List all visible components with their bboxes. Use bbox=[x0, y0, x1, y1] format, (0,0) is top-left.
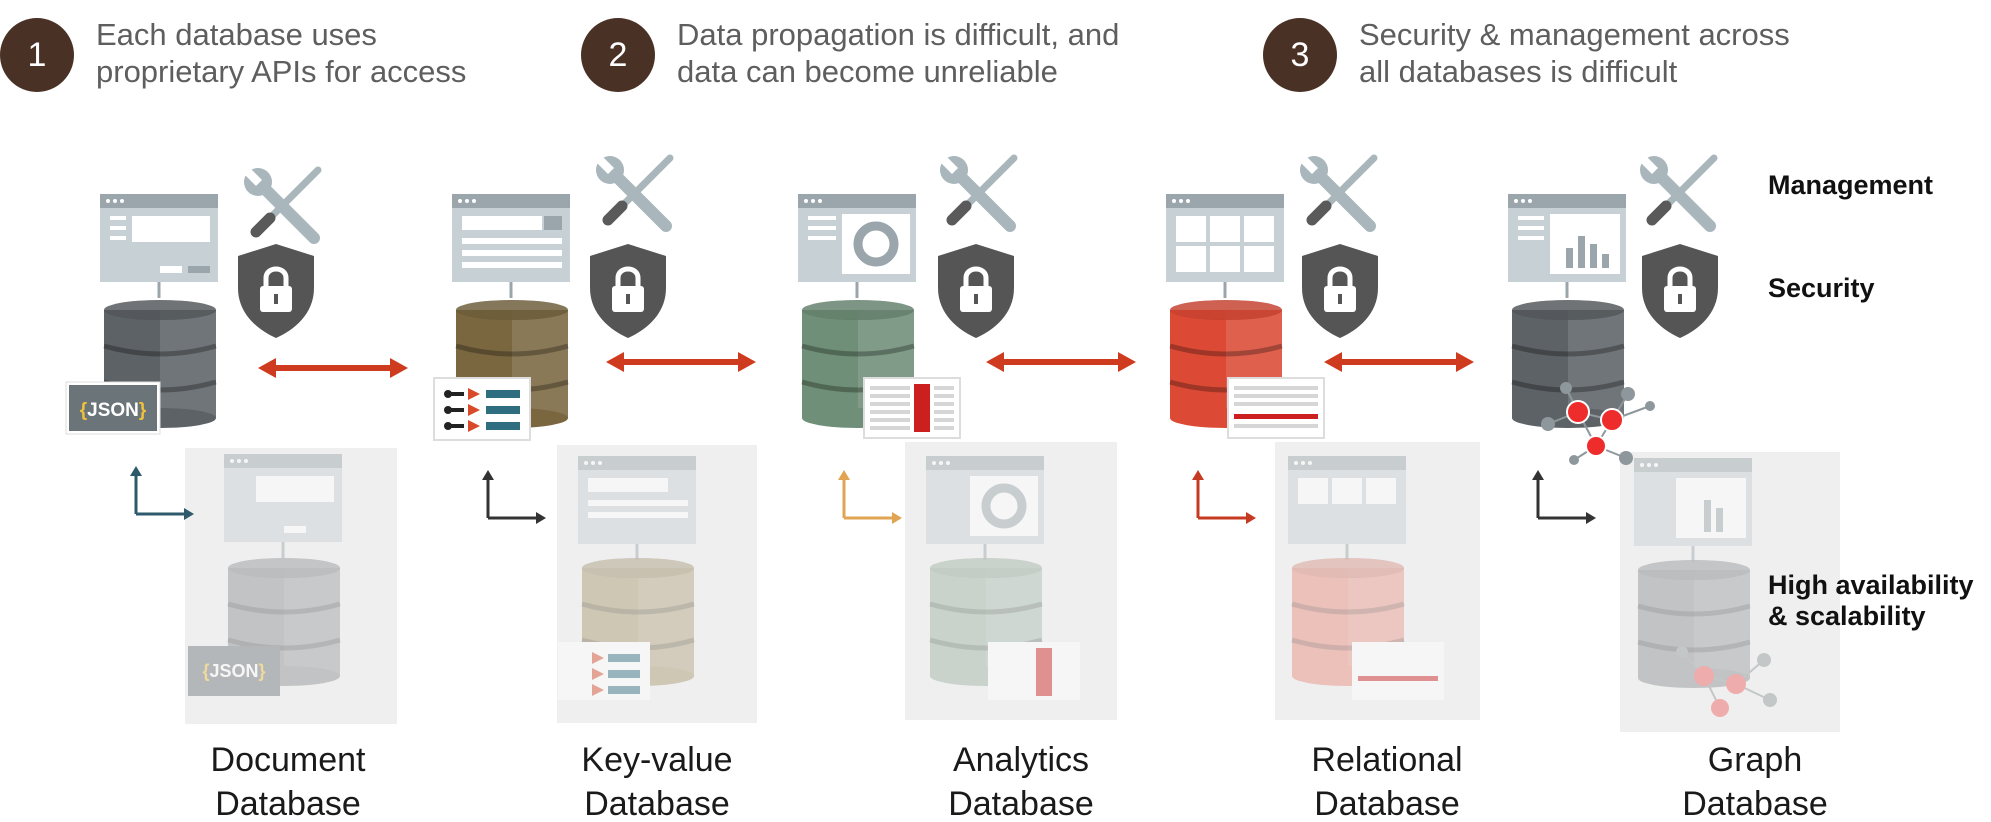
management-label: Management bbox=[1768, 170, 1934, 200]
analytics-shield-lock-icon bbox=[938, 244, 1014, 338]
analytics-database-label: Analytics Database bbox=[891, 738, 1151, 822]
key-value-replica-window-icon bbox=[576, 454, 698, 562]
high-availability-line-2: & scalability bbox=[1768, 601, 1926, 631]
document-app-window-icon bbox=[98, 192, 220, 300]
svg-text:{JSON}: {JSON} bbox=[202, 661, 265, 681]
document-replica-illustration: {JSON} bbox=[188, 452, 344, 696]
relational-replica-window-icon bbox=[1286, 454, 1408, 562]
graph-database-label: Graph Database bbox=[1625, 738, 1885, 822]
step-1: 1 Each database uses proprietary APIs fo… bbox=[0, 16, 466, 92]
graph-database-label-line-2: Database bbox=[1682, 785, 1828, 822]
relational-replica-illustration bbox=[1286, 454, 1444, 700]
relational-database-label: Relational Database bbox=[1257, 738, 1517, 822]
analytics-database-group bbox=[796, 156, 1080, 700]
graph-database-group bbox=[1506, 156, 1777, 717]
step-1-text: Each database uses proprietary APIs for … bbox=[96, 16, 466, 90]
step-2-text: Data propagation is difficult, and data … bbox=[677, 16, 1119, 90]
step-3-line-1: Security & management across bbox=[1359, 17, 1790, 52]
key-value-card-icon bbox=[433, 377, 531, 441]
graph-replica-window-icon bbox=[1632, 456, 1754, 564]
json-badge-icon: {JSON} bbox=[65, 381, 161, 435]
graph-network-icon bbox=[1541, 382, 1655, 465]
document-database-label: Document Database bbox=[158, 738, 418, 822]
step-1-line-2: proprietary APIs for access bbox=[96, 54, 467, 89]
step-2-line-1: Data propagation is difficult, and bbox=[677, 17, 1120, 52]
sync-arrow-3 bbox=[986, 352, 1136, 372]
relational-database-label-line-1: Relational bbox=[1311, 741, 1463, 779]
key-value-database-label-line-1: Key-value bbox=[581, 741, 733, 779]
key-value-wrench-icon bbox=[596, 156, 670, 226]
key-value-replica-card-icon bbox=[558, 642, 650, 700]
document-wrench-icon bbox=[244, 168, 318, 238]
relational-app-window-icon bbox=[1164, 192, 1286, 300]
key-value-database-group bbox=[433, 156, 698, 700]
sync-arrow-1 bbox=[258, 358, 408, 378]
document-database-label-line-2: Database bbox=[215, 785, 361, 822]
document-replica-window-icon bbox=[222, 452, 344, 560]
analytics-app-window-icon bbox=[796, 192, 918, 300]
key-value-shield-lock-icon bbox=[590, 244, 666, 338]
graph-app-window-icon bbox=[1506, 192, 1628, 300]
graph-replica-network-icon bbox=[1676, 646, 1777, 717]
relational-database-group bbox=[1164, 156, 1444, 700]
graph-wrench-icon bbox=[1640, 156, 1714, 226]
analytics-database-label-line-2: Database bbox=[948, 785, 1094, 822]
document-database-label-line-1: Document bbox=[210, 741, 366, 779]
relational-wrench-icon bbox=[1300, 156, 1374, 226]
step-1-number-badge: 1 bbox=[0, 18, 74, 92]
analytics-replica-table-card-icon bbox=[988, 642, 1080, 700]
analytics-replica-window-icon bbox=[924, 454, 1046, 562]
relational-shield-lock-icon bbox=[1302, 244, 1378, 338]
step-3-line-2: all databases is difficult bbox=[1359, 54, 1678, 89]
graph-shield-lock-icon bbox=[1642, 244, 1718, 338]
sync-arrow-4 bbox=[1324, 352, 1474, 372]
step-2-line-2: data can become unreliable bbox=[677, 54, 1058, 89]
security-label: Security bbox=[1768, 273, 1875, 303]
document-replica-json-badge-icon: {JSON} bbox=[188, 646, 280, 696]
step-2: 2 Data propagation is difficult, and dat… bbox=[581, 16, 1119, 92]
key-value-database-label-line-2: Database bbox=[584, 785, 730, 822]
analytics-axes-icon bbox=[838, 470, 902, 524]
analytics-wrench-icon bbox=[940, 156, 1014, 226]
relational-database-label-line-2: Database bbox=[1314, 785, 1460, 822]
document-database-group: {JSON} {JSON} bbox=[65, 168, 344, 696]
analytics-replica-illustration bbox=[924, 454, 1080, 700]
high-availability-line-1: High availability bbox=[1768, 570, 1974, 600]
relational-replica-table-card-icon bbox=[1352, 642, 1444, 700]
document-axes-icon bbox=[130, 466, 194, 520]
graph-database-label-line-1: Graph bbox=[1707, 741, 1803, 779]
key-value-axes-icon bbox=[482, 470, 546, 524]
analytics-database-label-line-1: Analytics bbox=[952, 741, 1090, 779]
graph-replica-cylinder bbox=[1638, 560, 1750, 688]
high-availability-label: High availability & scalability bbox=[1768, 570, 1974, 632]
key-value-app-window-icon bbox=[450, 192, 572, 300]
step-2-number-badge: 2 bbox=[581, 18, 655, 92]
relational-table-card-icon bbox=[1227, 377, 1325, 439]
key-value-replica-illustration bbox=[558, 454, 698, 700]
document-shield-lock-icon bbox=[238, 244, 314, 338]
svg-text:{JSON}: {JSON} bbox=[80, 400, 147, 421]
step-1-line-1: Each database uses bbox=[96, 17, 377, 52]
step-3-number-badge: 3 bbox=[1263, 18, 1337, 92]
sync-arrow-2 bbox=[606, 352, 756, 372]
relational-axes-icon bbox=[1192, 470, 1256, 524]
graph-axes-icon bbox=[1532, 470, 1596, 524]
step-3-text: Security & management across all databas… bbox=[1359, 16, 1790, 90]
analytics-table-card-icon bbox=[863, 377, 961, 439]
key-value-database-label: Key-value Database bbox=[527, 738, 787, 822]
step-3: 3 Security & management across all datab… bbox=[1263, 16, 1790, 92]
graph-replica-illustration bbox=[1632, 456, 1777, 717]
